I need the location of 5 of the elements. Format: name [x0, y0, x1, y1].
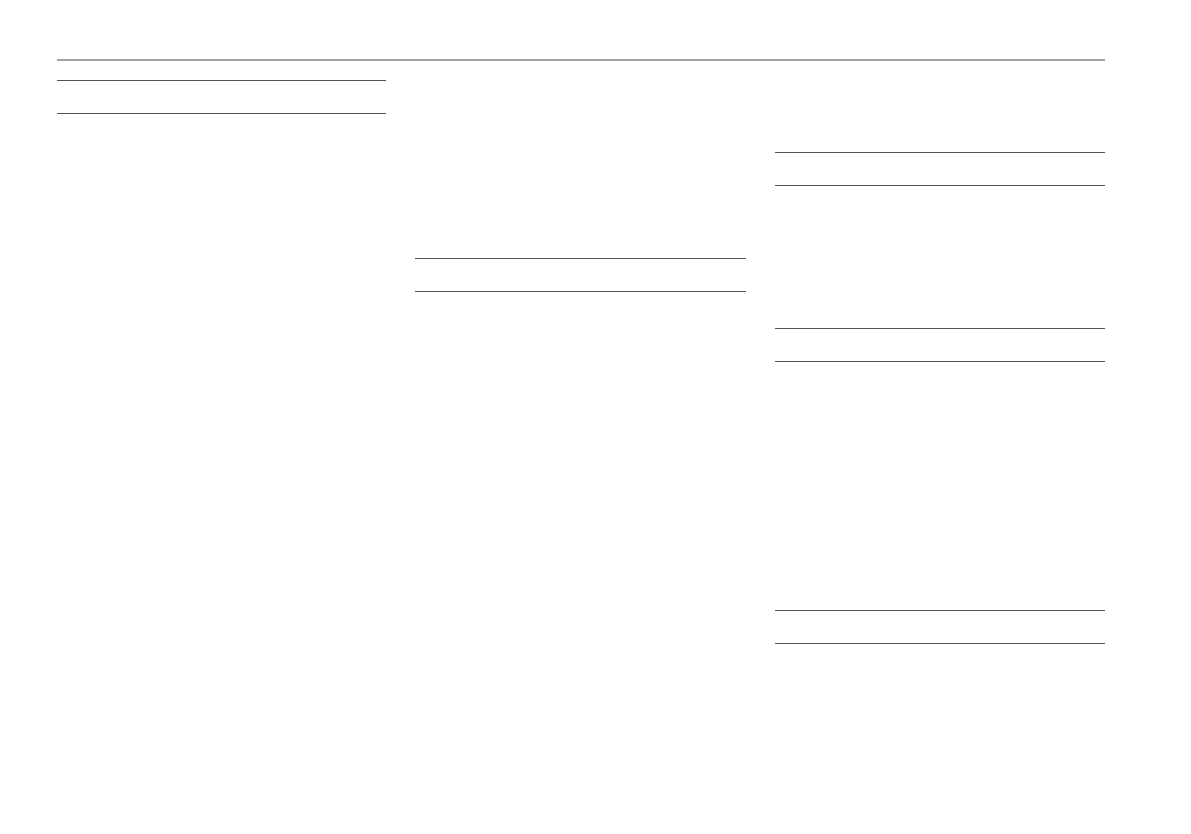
heading-band	[775, 610, 1105, 644]
heading-band	[415, 258, 746, 292]
heading-band	[57, 80, 386, 114]
heading-band	[775, 328, 1105, 362]
heading-band	[775, 152, 1105, 186]
